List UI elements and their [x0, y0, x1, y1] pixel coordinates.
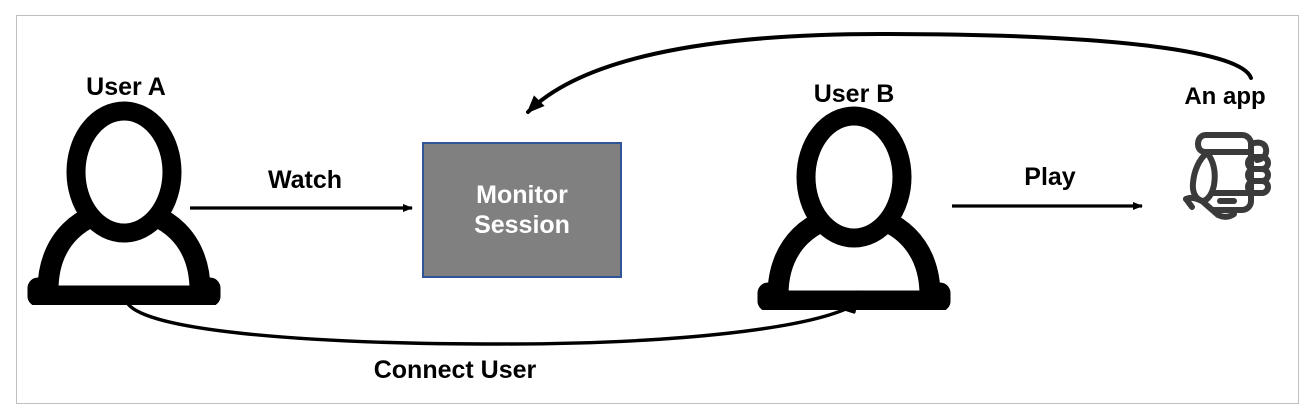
user-a-label: User A — [86, 73, 166, 101]
connect-user-edge-label: Connect User — [373, 356, 537, 384]
monitor-session-label: Monitor Session — [474, 180, 570, 240]
an-app-label: An app — [1184, 83, 1266, 110]
person-icon — [757, 106, 951, 310]
hand-holding-phone-icon — [1183, 132, 1271, 220]
person-icon — [27, 101, 221, 305]
user-b-label: User B — [813, 80, 895, 108]
watch-edge-label: Watch — [267, 166, 343, 194]
play-edge-label: Play — [1024, 163, 1076, 191]
monitor-session-box[interactable]: Monitor Session — [422, 142, 622, 278]
